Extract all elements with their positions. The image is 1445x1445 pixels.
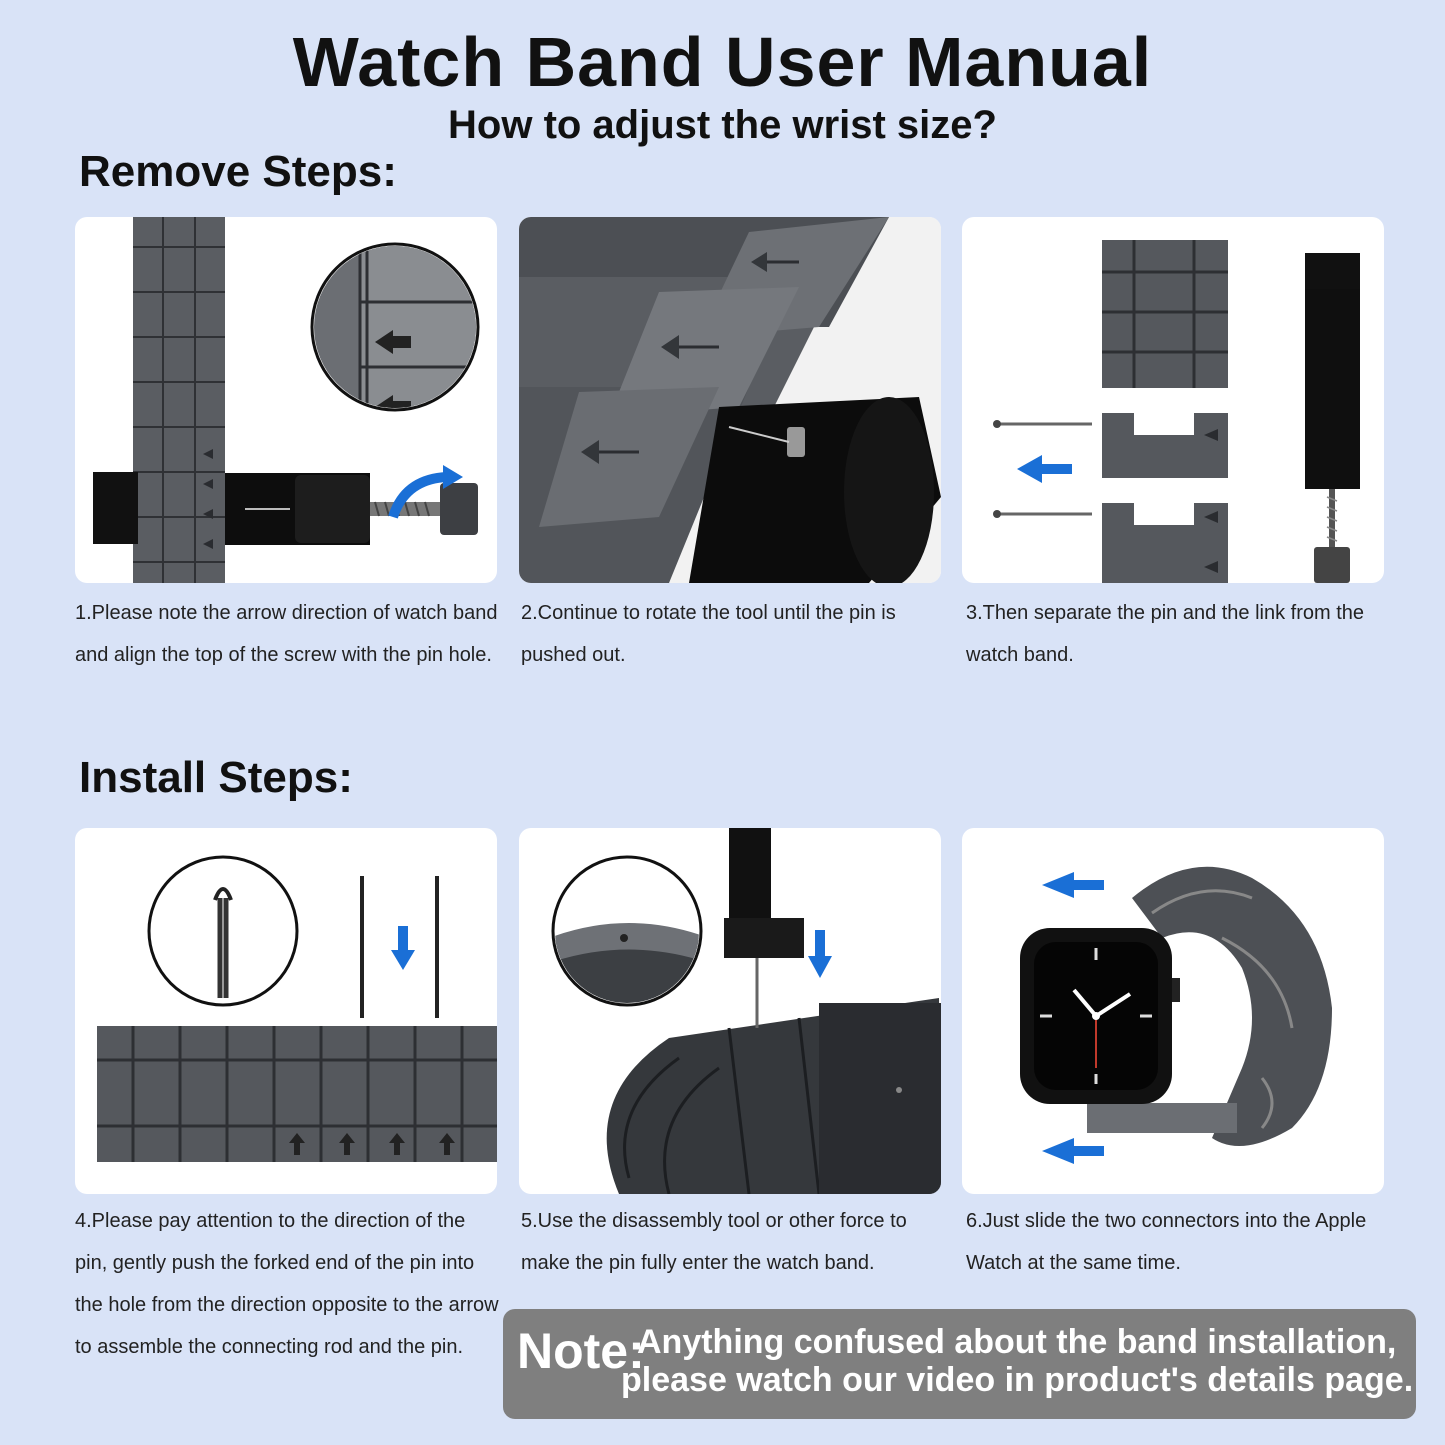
note-label: Note: <box>517 1323 645 1379</box>
remove-steps-heading: Remove Steps: <box>79 147 397 196</box>
step-6-caption: 6.Just slide the two connectors into the… <box>966 1210 1367 1274</box>
step-5-caption: 5.Use the disassembly tool or other forc… <box>521 1210 907 1274</box>
install-steps-heading: Install Steps: <box>79 753 353 802</box>
step-3-caption: 3.Then separate the pin and the link fro… <box>966 602 1365 666</box>
step-6-illustration <box>962 828 1384 1194</box>
note-line-1: Anything confused about the band install… <box>637 1323 1397 1361</box>
step-3-illustration <box>962 217 1384 583</box>
manual-subtitle: How to adjust the wrist size? <box>448 103 997 147</box>
step-5-illustration <box>519 828 941 1194</box>
step-4-caption: 4.Please pay attention to the direction … <box>75 1210 499 1358</box>
manual-title: Watch Band User Manual <box>292 23 1153 101</box>
step-4-illustration <box>75 828 497 1194</box>
step-2-caption: 2.Continue to rotate the tool until the … <box>521 602 896 666</box>
step-1-illustration <box>75 217 497 583</box>
note-text: Anything confused about the band install… <box>621 1323 1417 1399</box>
note-line-2: please watch our video in product's deta… <box>621 1361 1414 1399</box>
note-box: Note: Anything confused about the band i… <box>503 1309 1416 1419</box>
step-1-caption: 1.Please note the arrow direction of wat… <box>75 602 498 666</box>
step-2-illustration <box>519 217 941 583</box>
